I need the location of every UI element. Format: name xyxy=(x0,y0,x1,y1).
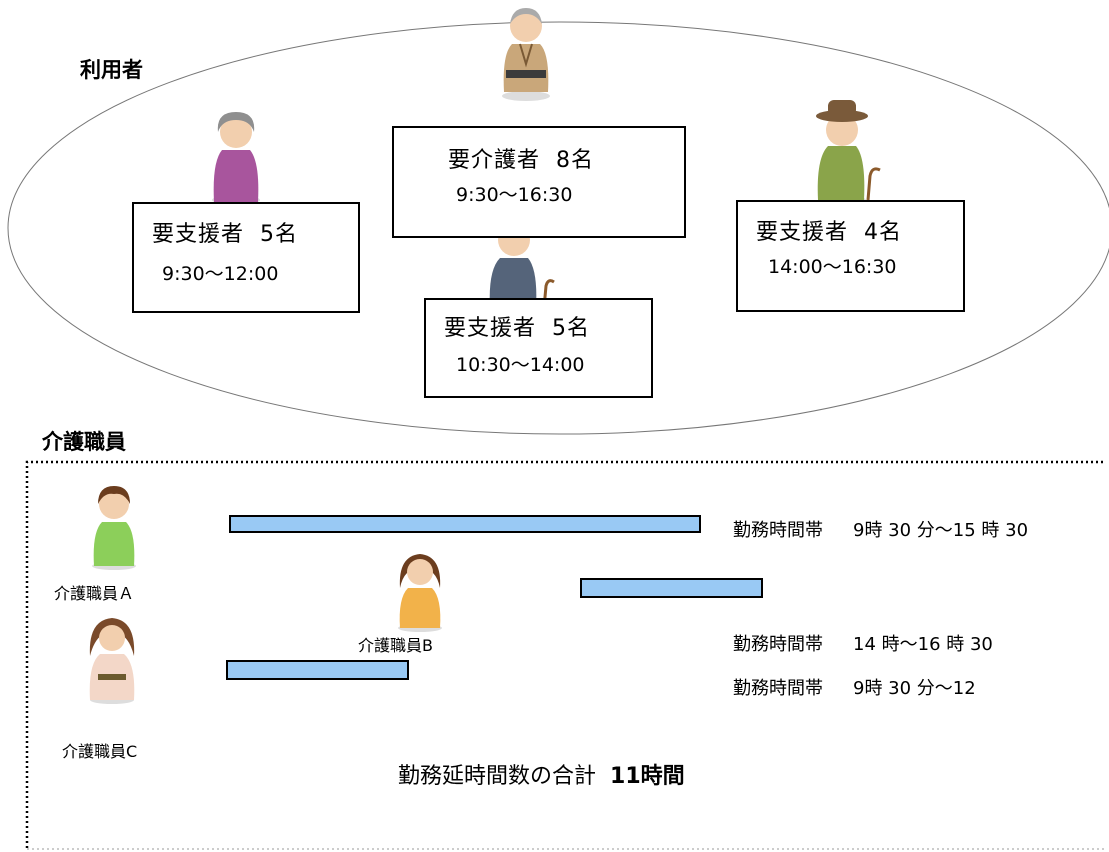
total-label: 勤務延時間数の合計 xyxy=(398,764,597,789)
shift-label: 勤務時間帯 xyxy=(733,520,823,541)
staff-a-label: 介護職員Ａ xyxy=(54,584,135,603)
time-range: 9:30〜16:30 xyxy=(456,184,573,206)
total-hours: 勤務延時間数の合計 11時間 xyxy=(398,758,685,790)
shift-time: 9時 30 分〜12 xyxy=(853,678,976,699)
user-group-support-2: 要支援者 5名 10:30〜14:00 xyxy=(424,298,653,398)
count-label: 4名 xyxy=(864,220,903,245)
count-label: 5名 xyxy=(260,222,299,247)
shift-bar-c xyxy=(226,660,409,680)
time-range: 14:00〜16:30 xyxy=(768,256,897,278)
shift-text-a: 勤務時間帯 9時 30 分〜15 時 30 xyxy=(733,516,1028,542)
elderly-woman-purple-icon xyxy=(212,112,260,205)
category-label: 要支援者 xyxy=(152,222,245,247)
shift-text-b: 勤務時間帯 14 時〜16 時 30 xyxy=(733,630,993,656)
category-label: 要支援者 xyxy=(756,220,849,245)
shift-bar-b xyxy=(580,578,763,598)
shift-bar-a xyxy=(229,515,701,533)
users-ellipse xyxy=(7,21,1109,435)
staff-section-title: 介護職員 xyxy=(42,430,126,454)
shift-text-c: 勤務時間帯 9時 30 分〜12 xyxy=(733,674,976,700)
shift-time: 9時 30 分〜15 時 30 xyxy=(853,520,1029,541)
elderly-man-kimono-icon xyxy=(502,8,550,101)
staff-c-label: 介護職員C xyxy=(62,742,138,761)
category-label: 要支援者 xyxy=(444,316,537,341)
time-range: 10:30〜14:00 xyxy=(456,354,585,376)
staff-a-avatar-icon xyxy=(92,486,136,570)
user-group-care: 要介護者 8名 9:30〜16:30 xyxy=(392,126,686,238)
shift-label: 勤務時間帯 xyxy=(733,678,823,699)
user-group-support-1: 要支援者 5名 9:30〜12:00 xyxy=(132,202,360,313)
count-label: 5名 xyxy=(552,316,591,341)
user-group-support-3: 要支援者 4名 14:00〜16:30 xyxy=(736,200,965,312)
staff-b-label: 介護職員B xyxy=(358,636,433,655)
staff-c-avatar-icon xyxy=(89,618,135,704)
time-range: 9:30〜12:00 xyxy=(162,263,279,285)
shift-label: 勤務時間帯 xyxy=(733,634,823,655)
elderly-man-hat-icon xyxy=(816,100,881,205)
shift-time: 14 時〜16 時 30 xyxy=(853,634,993,655)
count-label: 8名 xyxy=(556,148,595,173)
total-value: 11時間 xyxy=(610,764,685,789)
users-section-title: 利用者 xyxy=(80,58,143,82)
staff-b-avatar-icon xyxy=(398,554,442,632)
category-label: 要介護者 xyxy=(448,148,541,173)
staff-area-border xyxy=(25,460,1106,848)
